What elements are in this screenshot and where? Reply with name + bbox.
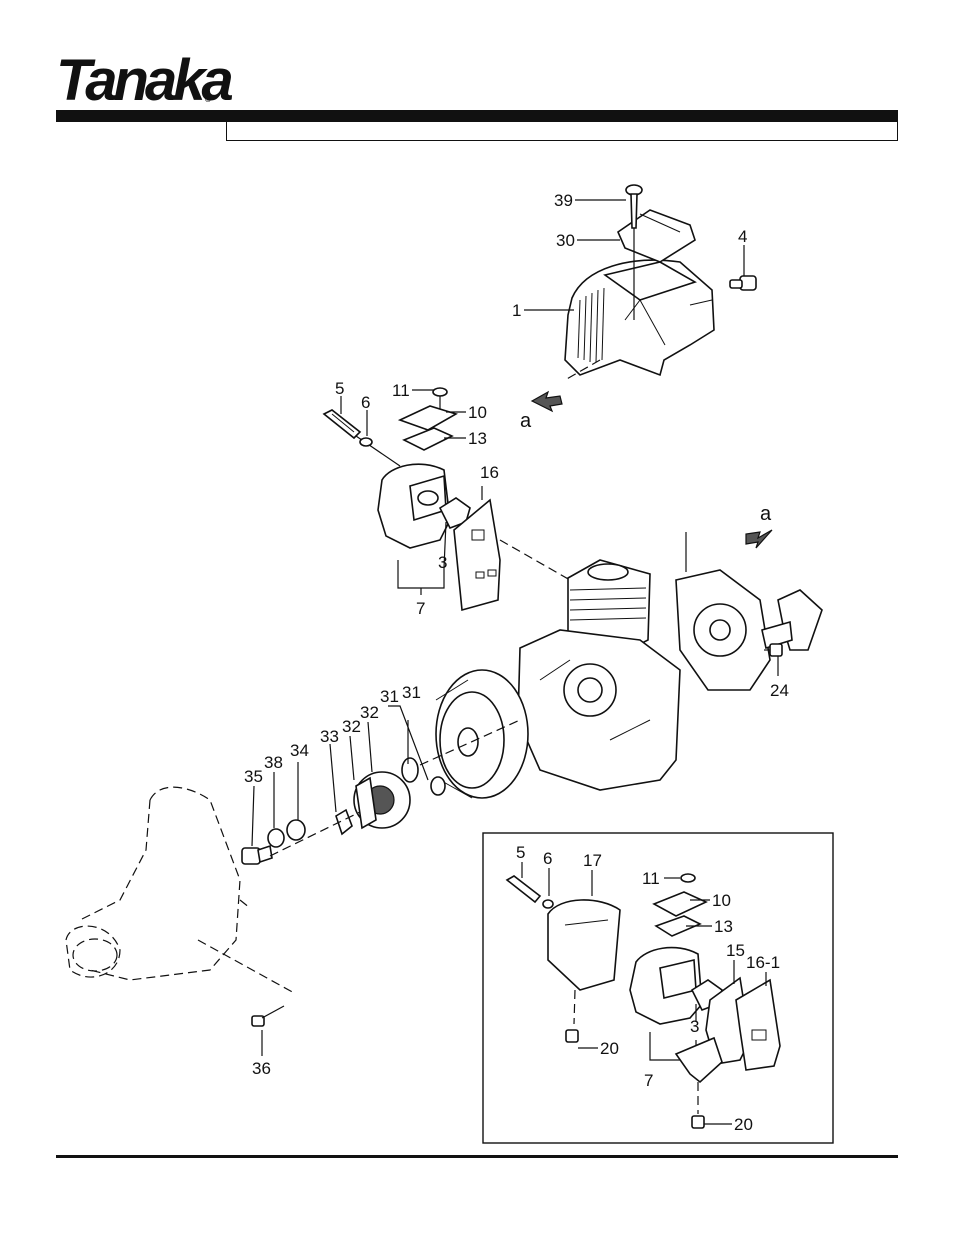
- inset-callout-11: 11: [642, 869, 660, 888]
- arrow-a-left: [530, 390, 563, 413]
- engine-cover: [564, 259, 715, 377]
- screen-13: [402, 427, 454, 451]
- washer-6: [359, 437, 373, 447]
- callout-38: 38: [264, 753, 283, 772]
- callout-3: 3: [438, 553, 447, 572]
- inset-callout-17: 17: [583, 851, 602, 870]
- callout-31a: 31: [380, 687, 399, 706]
- inset-bolt-20a: [565, 1029, 579, 1043]
- bolt-35: [241, 844, 273, 865]
- inset-washer-6: [542, 899, 554, 909]
- inset-callout-20a: 20: [600, 1039, 619, 1058]
- inset-callout-20b: 20: [734, 1115, 753, 1134]
- inset-callout-6: 6: [543, 849, 552, 868]
- callout-24: 24: [770, 681, 789, 700]
- leader-35: [251, 785, 255, 847]
- callout-11: 11: [392, 381, 410, 400]
- engine-cylinder: [567, 559, 651, 657]
- washer-38: [267, 828, 285, 848]
- inset-box: [482, 832, 834, 1144]
- arrow-a-right: [745, 529, 773, 549]
- inset-callout-3: 3: [690, 1017, 699, 1036]
- inset-callout-13: 13: [714, 917, 733, 936]
- clutch-axis: [269, 811, 361, 857]
- callout-10: 10: [468, 403, 487, 422]
- leader-a-cover: [564, 359, 601, 381]
- arrow-a-left-label: a: [520, 410, 532, 432]
- recoil-starter: [675, 569, 823, 691]
- callout-1: 1: [512, 301, 521, 320]
- inset-leader-20a: [573, 989, 576, 1025]
- shaft-line: [419, 719, 521, 766]
- callout-33: 33: [320, 727, 339, 746]
- leader-shield-cyl: [499, 539, 571, 581]
- gasket-3: [438, 497, 471, 530]
- leader-31b: [388, 705, 429, 781]
- title-box: [226, 122, 898, 141]
- footer-rule: [56, 1155, 898, 1158]
- tanaka-logo: Tanaka: [56, 48, 234, 113]
- callout-36: 36: [252, 1059, 271, 1078]
- spring-33: [335, 808, 353, 836]
- inset-callout-15: 15: [726, 941, 745, 960]
- callout-7: 7: [416, 599, 425, 618]
- inset-cap-11: [680, 873, 696, 883]
- leader-3: [443, 521, 447, 569]
- cover-screw: [625, 184, 643, 320]
- inset-callout-16-1: 16-1: [746, 953, 780, 972]
- inset-callout-10: 10: [712, 891, 731, 910]
- washer-34: [286, 819, 306, 841]
- registered-mark: ®: [205, 95, 211, 104]
- inset-callout-5: 5: [516, 843, 525, 862]
- callout-5: 5: [335, 379, 344, 398]
- callout-30: 30: [556, 231, 575, 250]
- leader-32b: [349, 735, 355, 781]
- callout-16: 16: [480, 463, 499, 482]
- starter-bolt-24: [764, 643, 783, 657]
- muffler-cap-11: [432, 387, 448, 412]
- arrow-a-right-label: a: [760, 503, 772, 525]
- bolt-36: [251, 1005, 285, 1027]
- spark-arrester-10: [397, 405, 459, 431]
- callout-39: 39: [554, 191, 573, 210]
- callout-35: 35: [244, 767, 263, 786]
- crankcase: [517, 629, 681, 791]
- callout-6: 6: [361, 393, 370, 412]
- inset-callout-7: 7: [644, 1071, 653, 1090]
- muffler-body-7: [377, 463, 451, 549]
- clutch-assembly: [353, 771, 411, 830]
- header-rule: [56, 110, 898, 122]
- muffler-bolt: [322, 409, 362, 440]
- inset-muffler-7: [629, 946, 703, 1025]
- heat-shield-16: [453, 498, 501, 612]
- callout-34: 34: [290, 741, 309, 760]
- cover-knob: [729, 275, 757, 291]
- flywheel: [435, 669, 529, 799]
- callout-32a: 32: [360, 703, 379, 722]
- inset-screen-13: [654, 915, 702, 937]
- inset-arrester-10: [652, 891, 708, 917]
- leader-36: [197, 939, 297, 995]
- inset-cover-17: [547, 899, 621, 991]
- washer-31b: [430, 776, 446, 796]
- inset-bolt-20b: [691, 1115, 705, 1129]
- callout-31b: 31: [402, 683, 421, 702]
- fan-housing: [65, 786, 251, 981]
- callout-13: 13: [468, 429, 487, 448]
- leader-32a: [367, 721, 373, 773]
- leader-33: [329, 743, 337, 813]
- washer-31a: [401, 757, 419, 783]
- inset-shield-16-1: [735, 978, 781, 1071]
- inset-bracket-plate: [674, 1036, 723, 1084]
- callout-4: 4: [738, 227, 747, 246]
- inset-bolt-5: [505, 875, 542, 904]
- cover-top-piece: [617, 209, 696, 263]
- callout-32b: 32: [342, 717, 361, 736]
